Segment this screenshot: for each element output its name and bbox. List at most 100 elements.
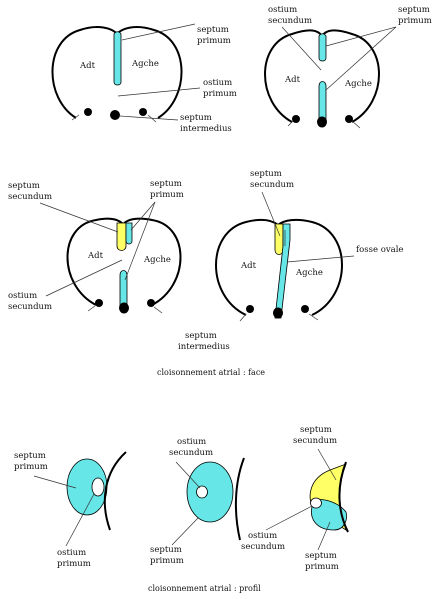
profile-1-label-septum-primum: septum primum	[14, 451, 49, 472]
panel-4-leader-septum-secundum	[261, 191, 281, 237]
panel-4-septum-primum	[274, 223, 291, 319]
panel-3-label-adt: Adt	[87, 251, 104, 261]
p1-op-line1: ostium	[203, 78, 232, 88]
panel-1-wall-tick-left	[71, 114, 80, 121]
panel-3-leader-septum-primum-upper	[130, 201, 156, 231]
panel-3-leader-ostium-secundum	[45, 259, 123, 297]
p2-sp-line1: septum	[398, 5, 430, 15]
profile-3-leader-septum-primum	[317, 521, 331, 551]
p3-os-line1: ostium	[8, 291, 37, 301]
profile-3-label-septum-secundum: septum secundum	[293, 425, 337, 446]
panel-2-leader-septum-primum-lower	[325, 26, 397, 91]
panel-2-septum-primum-lower	[318, 81, 327, 121]
panel-1-septum-intermedius	[110, 110, 120, 120]
panel-4-wall-tick-left	[239, 313, 247, 322]
profile-2-septum-primum	[186, 461, 234, 523]
profile-3-label-septum-primum: septum primum	[305, 551, 340, 572]
profile-1-leader-septum-primum	[33, 475, 77, 489]
panel-1-endocardial-cushion-left	[84, 108, 92, 116]
pr2-os-line1: ostium	[177, 437, 206, 447]
p3-sp-line2: primum	[150, 190, 184, 200]
p3-sp-line1: septum	[150, 179, 182, 189]
p1-sp-line2: primum	[197, 36, 231, 46]
profile-2-label-septum-primum: septum primum	[150, 545, 185, 566]
p3-ss-line2: secundum	[8, 192, 52, 202]
pr3-ss-line2: secundum	[293, 436, 337, 446]
pr1-sp-line2: primum	[14, 462, 48, 472]
panel-2-wall-tick-right	[351, 120, 361, 129]
profile-2-ostium-secundum	[196, 485, 208, 499]
panel-4-label-agche: Agche	[295, 268, 323, 278]
panel-3-label-ostium-secundum: ostium secundum	[8, 291, 52, 312]
p4-ss-line1: septum	[250, 169, 282, 179]
pr1-op-line1: ostium	[57, 548, 86, 558]
panel-3-label-septum-primum: septum primum	[150, 179, 185, 200]
profile-1-ostium-primum	[91, 477, 105, 497]
mid-si-line2: intermedius	[178, 342, 230, 352]
pr1-sp-line1: septum	[14, 451, 46, 461]
panel-3-label-agche: Agche	[143, 255, 171, 265]
panel-2-endocardial-cushion-left	[292, 115, 300, 123]
profile-1-septum-secundum-edge	[103, 451, 127, 531]
mid-si-line1: septum	[185, 331, 217, 341]
panel-4-wall-tick-right	[308, 313, 319, 321]
profile-3-label-ostium-secundum: ostium secundum	[241, 531, 285, 552]
profile-2-leader-ostium-secundum	[175, 461, 201, 489]
profile-1: septum primum ostium primum	[14, 451, 127, 569]
pr1-op-line2: primum	[57, 559, 91, 569]
profile-2-label-ostium-secundum: ostium secundum	[169, 437, 213, 458]
panel-1-wall-tick-right	[147, 114, 157, 123]
panel-4-heart: Adt Agche septum secundum fosse ovale	[215, 169, 403, 322]
panel-1-leader-ostium-primum	[117, 87, 201, 97]
panel-4-label-septum-secundum: septum secundum	[250, 169, 294, 190]
p2-os-line2: secundum	[268, 16, 312, 26]
panel-3-label-septum-secundum: septum secundum	[8, 181, 52, 202]
profile-3-fosse-ovale	[310, 497, 322, 509]
panel-2-heart: Adt Agche ostium secundum septum primum	[264, 5, 432, 129]
panel-2-septum-intermedius	[317, 116, 327, 128]
panel-2-leader-ostium-secundum	[281, 26, 322, 71]
panel-3-wall-tick-left	[87, 305, 96, 312]
profile-3-leader-ostium-secundum	[265, 505, 313, 531]
panel-4-label-adt: Adt	[240, 261, 257, 271]
profile-3-leader-septum-secundum	[317, 448, 337, 481]
panel-4-endocardial-cushion-right	[301, 305, 309, 313]
panel-3-leader-septum-secundum	[39, 202, 119, 233]
panel-3-endocardial-cushion-left	[95, 299, 103, 307]
profile-3: septum secundum ostium secundum septum p…	[241, 425, 349, 572]
panel-3-heart: Adt Agche septum secundum septum primum …	[8, 179, 185, 314]
panel-4-endocardial-cushion-left	[246, 305, 254, 313]
profile-3-wall-edge	[338, 461, 349, 533]
panel-1-label-agche: Agche	[131, 59, 159, 69]
panel-1-label-ostium-primum: ostium primum	[203, 78, 237, 99]
panel-2-wall-tick-left	[287, 120, 294, 127]
p1-op-line2: primum	[203, 89, 237, 99]
caption-profil: cloisonnement atrial : profil	[148, 584, 261, 593]
panel-1-label-septum-intermedius: septum intermedius	[180, 113, 232, 134]
panel-1-endocardial-cushion-right	[139, 108, 147, 116]
panel-1-leader-septum-primum	[121, 23, 196, 41]
panel-2-septum-primum-upper	[318, 33, 327, 62]
p1-si-line2: intermedius	[180, 124, 232, 134]
panel-2-label-agche: Agche	[344, 79, 372, 89]
middle-label-septum-intermedius: septum intermedius	[178, 331, 230, 352]
panel-4-leader-fosse-ovale	[286, 255, 355, 263]
pr3-os-line1: ostium	[248, 531, 277, 541]
panel-4-septum-intermedius	[273, 307, 283, 319]
panel-4-septum-secundum	[274, 223, 284, 255]
panel-3-wall-tick-right	[153, 306, 163, 314]
profile-1-leader-ostium-primum	[65, 493, 95, 547]
pr3-os-line2: secundum	[241, 542, 285, 552]
panel-3-septum-intermedius	[119, 302, 129, 314]
panel-4-label-fosse-ovale: fosse ovale	[356, 245, 403, 255]
profile-2: ostium secundum septum primum	[150, 437, 245, 566]
panel-3-septum-primum-lower	[119, 270, 128, 307]
profile-1-label-ostium-primum: ostium primum	[57, 548, 91, 569]
panel-2-label-adt: Adt	[284, 75, 301, 85]
p1-si-line1: septum	[180, 113, 212, 123]
panel-1-septum-primum	[113, 31, 122, 86]
profile-2-septum-secundum-edge	[234, 457, 245, 541]
p1-sp-line1: septum	[197, 25, 229, 35]
panel-2-endocardial-cushion-right	[345, 115, 353, 123]
